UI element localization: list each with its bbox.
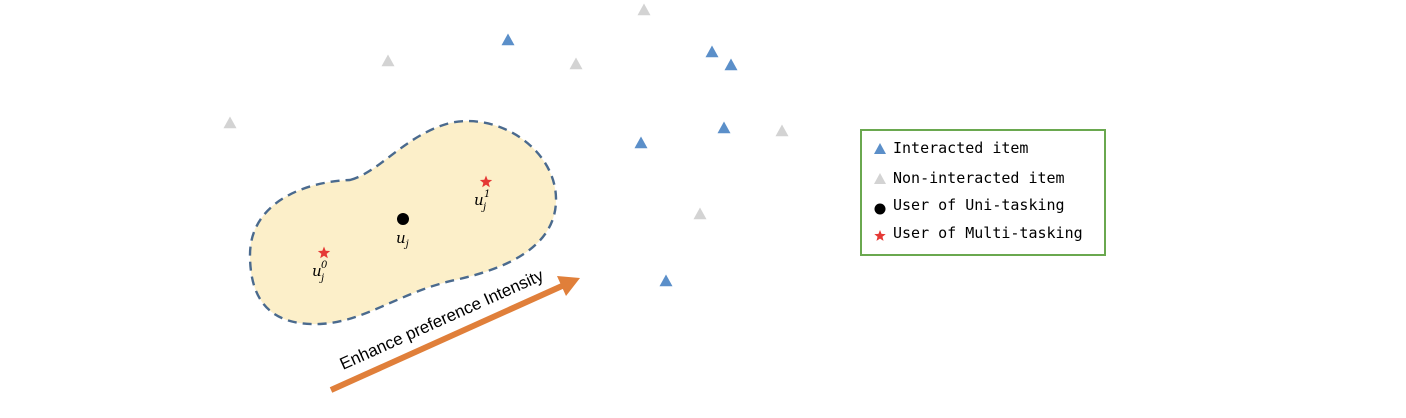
non-interacted-item-marker	[569, 57, 583, 70]
interacted-item-marker	[634, 136, 648, 149]
non-interacted-item-marker	[775, 124, 789, 137]
interacted-item-marker	[705, 45, 719, 58]
legend-box	[860, 129, 1106, 256]
red-star-icon	[874, 230, 886, 241]
interacted-item-marker	[659, 274, 673, 287]
non-interacted-item-marker	[223, 116, 237, 129]
svg-text:1: 1	[484, 189, 490, 200]
non-interacted-item-marker	[637, 3, 651, 16]
legend: Interacted item Non-interacted item User…	[860, 129, 1106, 256]
enhance-arrow	[329, 276, 580, 393]
multi-user-label-1: u j 1	[474, 189, 490, 213]
non-interacted-item-marker	[381, 54, 395, 67]
svg-text:u: u	[312, 262, 322, 280]
interacted-item-marker	[501, 33, 515, 46]
interacted-item-marker	[724, 58, 738, 71]
uni-user-label: uj	[396, 229, 409, 250]
legend-label-multi-user: User of Multi-tasking	[893, 224, 1083, 242]
legend-label-non-interacted: Non-interacted item	[893, 169, 1065, 187]
multi-task-user-star-1	[479, 175, 493, 188]
multi-task-user-star-0	[317, 246, 331, 259]
svg-text:0: 0	[321, 260, 328, 271]
svg-text:j: j	[481, 202, 486, 213]
svg-text:u: u	[474, 191, 484, 209]
items-layer	[223, 3, 789, 287]
gray-triangle-icon	[874, 173, 886, 184]
multi-user-label-0: u j 0	[312, 260, 328, 284]
svg-text:j: j	[319, 273, 324, 284]
uni-task-user-dot	[397, 213, 409, 225]
legend-label-uni-user: User of Uni-tasking	[893, 196, 1065, 214]
non-interacted-item-marker	[693, 207, 707, 220]
interacted-item-marker	[717, 121, 731, 134]
legend-label-interacted: Interacted item	[893, 139, 1028, 157]
black-dot-icon	[874, 203, 886, 215]
blue-triangle-icon	[874, 143, 886, 154]
